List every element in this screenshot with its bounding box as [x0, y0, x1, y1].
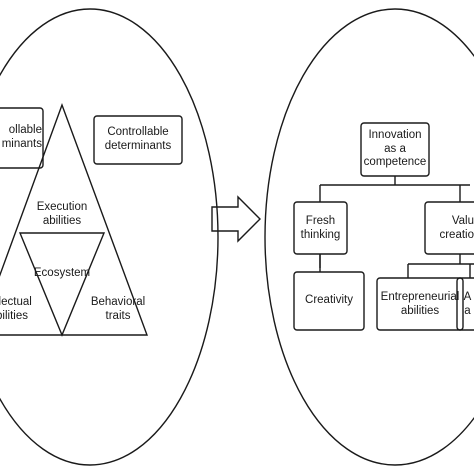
behavioral-line2: traits — [105, 309, 131, 322]
behavioral-line1: Behavioral — [90, 296, 146, 308]
uncontrollable-line1: ollable — [8, 124, 42, 136]
partial-rect — [456, 277, 474, 331]
uncontrollable-determinants-box — [0, 107, 44, 169]
execution-line1: Execution — [36, 201, 88, 213]
controllable-line2: determinants — [104, 139, 172, 152]
uncontrollable-label: ollable minants — [0, 124, 42, 151]
value-line1: Valu — [451, 215, 474, 227]
left-ellipse — [0, 8, 219, 466]
partial-label: A a — [461, 291, 474, 318]
innovation-line1: Innovation — [368, 129, 422, 141]
innovation-label: Innovation as a competence — [361, 129, 429, 170]
intellectual-line1: llectual — [0, 296, 32, 308]
controllable-label: Controllable determinants — [94, 126, 182, 153]
fresh-line1: Fresh — [305, 215, 336, 227]
right-ellipse — [264, 8, 474, 466]
creativity-rect — [293, 271, 365, 331]
entrepreneurial-label: Entrepreneurial abilities — [377, 291, 463, 318]
innovation-line2: as a — [384, 142, 406, 155]
creativity-text: Creativity — [305, 294, 353, 306]
ecosystem-label: Ecosystem — [30, 267, 94, 281]
controllable-determinants-box — [93, 115, 183, 165]
intellectual-line2: bilities — [0, 309, 28, 322]
entrepreneurial-rect — [376, 277, 464, 331]
entrepreneurial-line2: abilities — [400, 304, 440, 317]
value-creation-label: Valu creatio — [432, 215, 474, 242]
controllable-line1: Controllable — [107, 126, 169, 138]
intellectual-label: llectual bilities — [0, 296, 32, 323]
execution-line2: abilities — [42, 214, 82, 227]
arrow-right — [211, 195, 261, 243]
ecosystem-text: Ecosystem — [33, 267, 91, 279]
creativity-label: Creativity — [294, 294, 364, 308]
partial-line2: a — [464, 304, 471, 317]
uncontrollable-line2: minants — [1, 137, 42, 150]
value-line2: creatio — [439, 228, 474, 241]
fresh-line2: thinking — [300, 228, 341, 241]
innovation-line3: competence — [363, 156, 427, 168]
entrepreneurial-line1: Entrepreneurial — [380, 291, 460, 303]
partial-line1: A — [463, 291, 472, 303]
ecosystem-inner-triangle — [18, 232, 106, 337]
fresh-thinking-label: Fresh thinking — [294, 215, 347, 242]
execution-label: Execution abilities — [32, 201, 92, 228]
behavioral-label: Behavioral traits — [85, 296, 151, 323]
